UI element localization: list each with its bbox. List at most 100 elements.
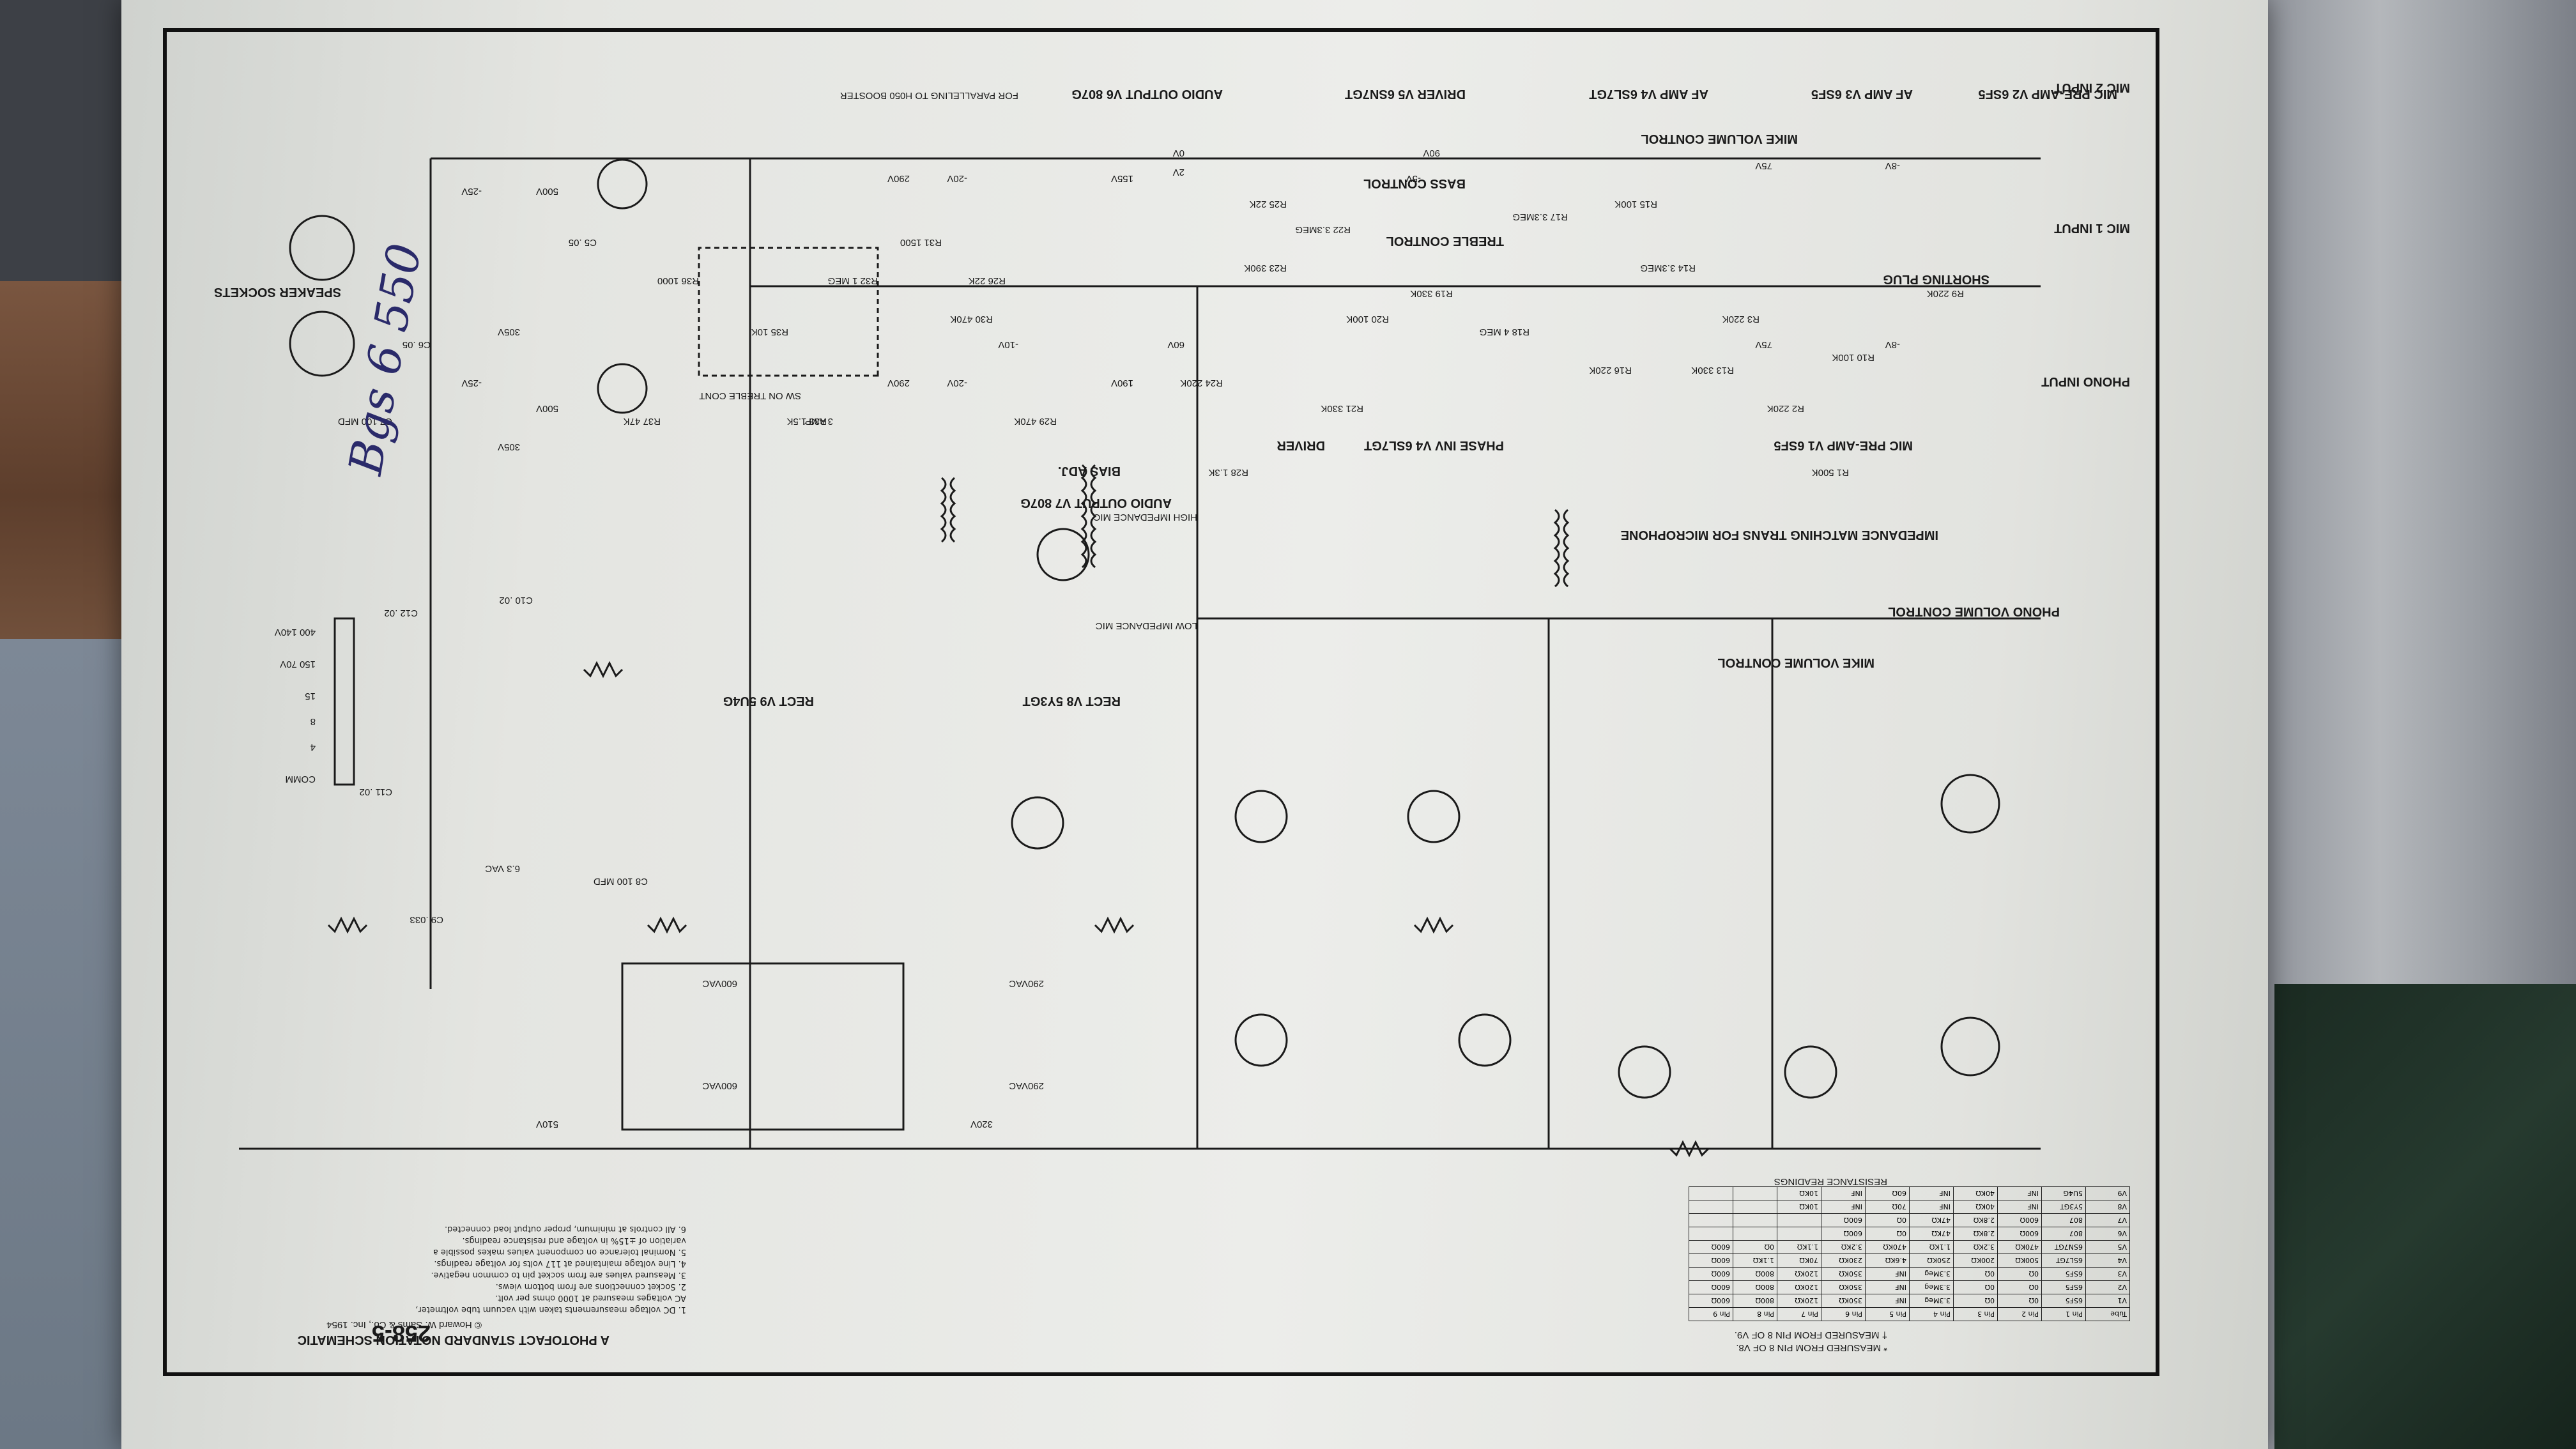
table-cell: 70KΩ bbox=[1777, 1254, 1821, 1268]
table-cell: INF bbox=[1865, 1294, 1910, 1308]
mic2-input-label: MIC 2 INPUT bbox=[2054, 80, 2130, 95]
component-label: R18 4 MEG bbox=[1479, 326, 1529, 337]
table-cell: 5U4G bbox=[2041, 1186, 2086, 1200]
component-label: C9 .033 bbox=[410, 914, 443, 925]
table-cell: 0Ω bbox=[1865, 1227, 1910, 1241]
component-label: R13 330K bbox=[1691, 365, 1734, 376]
note-line: 2. Socket connections are from bottom vi… bbox=[495, 1282, 686, 1291]
table-header-cell: Pin 1 bbox=[2041, 1307, 2086, 1321]
table-cell: 40KΩ bbox=[1953, 1186, 1998, 1200]
table-cell: 1.1KΩ bbox=[1777, 1240, 1821, 1254]
table-header-cell: Pin 5 bbox=[1865, 1307, 1910, 1321]
voltage-label: 500V bbox=[535, 186, 558, 197]
label-audio-output-v6: AUDIO OUTPUT V6 807G bbox=[1071, 87, 1223, 101]
phono-input-label: PHONO INPUT bbox=[2041, 374, 2130, 388]
table-cell: V5 bbox=[2085, 1240, 2130, 1254]
table-cell: 350KΩ bbox=[1821, 1280, 1866, 1294]
component-label: C10 .02 bbox=[499, 595, 533, 606]
table-cell: 807 bbox=[2041, 1227, 2086, 1241]
table-cell: 5Y3GT bbox=[2041, 1200, 2086, 1214]
label-driver-v5b: DRIVER bbox=[1276, 438, 1325, 452]
component-label: C8 100 MFD bbox=[593, 876, 648, 887]
tap-4: 4 bbox=[310, 742, 316, 753]
component-label: C11 .02 bbox=[359, 786, 392, 797]
copyright-text: © Howard W. Sams & Co., Inc. 1954 bbox=[326, 1319, 482, 1330]
component-label: R15 100K bbox=[1614, 199, 1657, 210]
table-cell: 0Ω bbox=[1997, 1267, 2042, 1281]
note-line: 1. DC voltage measurements taken with va… bbox=[415, 1305, 686, 1314]
table-cell: INF bbox=[1865, 1280, 1910, 1294]
component-label: R16 220K bbox=[1589, 365, 1632, 376]
tap-15: 15 bbox=[305, 691, 316, 702]
table-cell: 6SN7GT bbox=[2041, 1240, 2086, 1254]
table-cell: 1.1KΩ bbox=[1909, 1240, 1954, 1254]
table-cell bbox=[1733, 1200, 1777, 1214]
component-label: R22 3.3MEG bbox=[1295, 224, 1351, 235]
tap-8: 8 bbox=[310, 716, 316, 727]
voltage-label: 290VAC bbox=[1009, 1080, 1044, 1091]
voltage-label: 600VAC bbox=[702, 1080, 737, 1091]
note-line: variation of ±15% in voltage and resista… bbox=[462, 1236, 686, 1245]
table-cell: V4 bbox=[2085, 1254, 2130, 1268]
table-cell: 3.3Meg bbox=[1909, 1294, 1954, 1308]
table-cell: 600Ω bbox=[1689, 1267, 1733, 1281]
component-label: R37 47K bbox=[623, 416, 661, 427]
table-cell: 6SF5 bbox=[2041, 1280, 2086, 1294]
voltage-label: -20V bbox=[947, 378, 967, 388]
table-cell: V3 bbox=[2085, 1267, 2130, 1281]
schematic-title: A PHOTOFACT STANDARD NOTATION SCHEMATIC bbox=[297, 1333, 610, 1347]
voltage-label: -25V bbox=[461, 186, 482, 197]
table-cell: 800Ω bbox=[1733, 1280, 1777, 1294]
table-cell: 3.2KΩ bbox=[1821, 1240, 1866, 1254]
voltage-label: 6.3 VAC bbox=[485, 863, 520, 874]
voltage-label: 320V bbox=[970, 1119, 993, 1130]
table-cell: 600Ω bbox=[1821, 1227, 1866, 1241]
table-header-cell: Pin 9 bbox=[1689, 1307, 1733, 1321]
shorting-plug-label: SHORTING PLUG bbox=[1883, 272, 1989, 286]
voltage-label: 305V bbox=[497, 441, 520, 452]
table-cell: INF bbox=[1909, 1186, 1954, 1200]
table-cell: 6SF5 bbox=[2041, 1267, 2086, 1281]
table-cell: 10KΩ bbox=[1777, 1186, 1821, 1200]
voltage-label: 90V bbox=[1423, 148, 1440, 158]
table-cell bbox=[1733, 1227, 1777, 1241]
component-label: R31 1500 bbox=[900, 237, 942, 248]
table-cell: 600Ω bbox=[1997, 1213, 2042, 1227]
note-line: AC voltages measured at 1000 ohms per vo… bbox=[495, 1293, 686, 1303]
component-label: C12 .02 bbox=[384, 608, 418, 618]
table-cell: INF bbox=[1865, 1267, 1910, 1281]
table-cell: 600Ω bbox=[1689, 1254, 1733, 1268]
table-cell: INF bbox=[1997, 1186, 2042, 1200]
table-cell: V9 bbox=[2085, 1186, 2130, 1200]
rotated-schematic: 258-5 A PHOTOFACT STANDARD NOTATION SCHE… bbox=[167, 32, 2156, 1372]
component-label: R24 220K bbox=[1180, 378, 1223, 388]
table-cell: 2.8KΩ bbox=[1953, 1227, 1998, 1241]
table-cell: 470KΩ bbox=[1865, 1240, 1910, 1254]
component-label: R35 10K bbox=[751, 326, 788, 337]
voltage-label: -5V bbox=[1406, 173, 1421, 184]
low-impedance-mic-label: LOW IMPEDANCE MIC bbox=[1095, 620, 1197, 631]
table-cell: 40KΩ bbox=[1953, 1200, 1998, 1214]
tap-comm: COMM bbox=[285, 774, 316, 785]
table-cell: 3.3Meg bbox=[1909, 1280, 1954, 1294]
table-cell: 0Ω bbox=[1733, 1240, 1777, 1254]
table-cell bbox=[1733, 1213, 1777, 1227]
component-label: R23 390K bbox=[1244, 263, 1287, 273]
component-label: R32 1 MEG bbox=[827, 275, 878, 286]
label-mic-preamp-v1: MIC PRE-AMP V1 6SF5 bbox=[1774, 438, 1913, 452]
table-cell bbox=[1777, 1213, 1821, 1227]
label-booster: FOR PARALLELING TO H050 BOOSTER bbox=[839, 90, 1018, 101]
table-cell: 0Ω bbox=[1953, 1280, 1998, 1294]
table-header-cell: Pin 2 bbox=[1997, 1307, 2042, 1321]
voltage-label: 75V bbox=[1755, 160, 1772, 171]
table-cell: 47KΩ bbox=[1909, 1227, 1954, 1241]
resistance-footnote: * MEASURED FROM PIN 8 OF V8. bbox=[1736, 1342, 1887, 1353]
table-cell: 2.8KΩ bbox=[1953, 1213, 1998, 1227]
component-label: R21 330K bbox=[1321, 403, 1363, 414]
